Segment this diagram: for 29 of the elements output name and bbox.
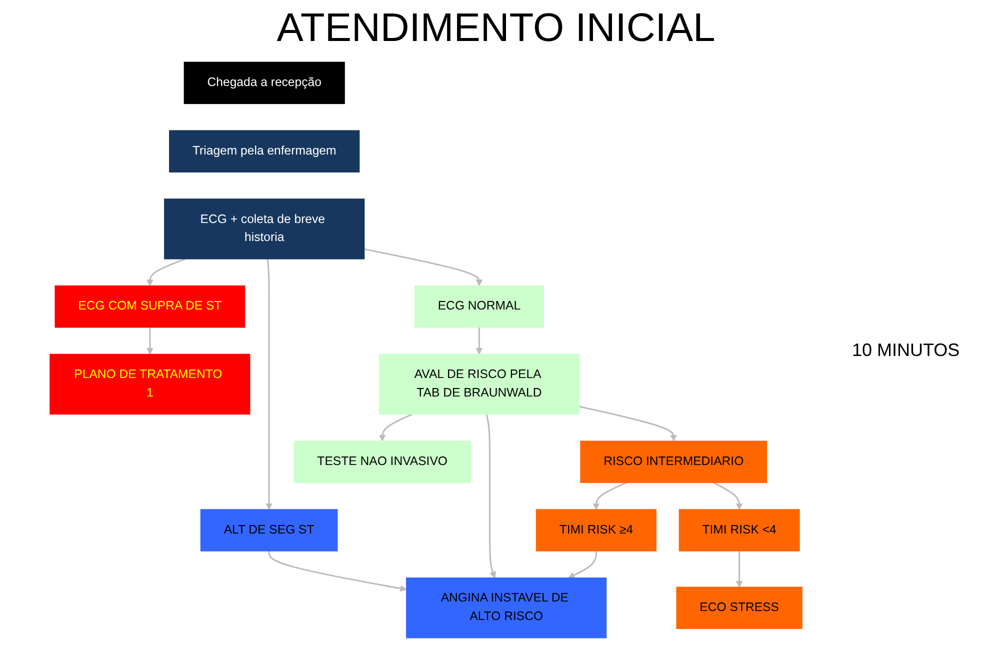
arrow	[578, 406, 677, 442]
node-box: Triagem pela enfermagem	[169, 130, 360, 172]
arrow	[736, 551, 743, 588]
arrow	[486, 414, 496, 578]
note-label: 10 MINUTOS	[852, 340, 961, 360]
arrow	[592, 482, 627, 510]
arrow	[364, 248, 483, 286]
node-box: TESTE NAO INVASIVO	[294, 440, 471, 483]
node-box: ANGINA INSTAVEL DE ALTO RISCO	[406, 578, 607, 638]
arrow	[146, 327, 154, 355]
arrow	[568, 551, 597, 578]
node-box: PLANO DE TRATAMENTO 1	[50, 354, 250, 415]
node-box: TIMI RISK <4	[678, 509, 800, 552]
node-box: ECG NORMAL	[414, 285, 544, 328]
node-box: AVAL DE RISCO PELA TAB DE BRAUNWALD	[378, 354, 580, 415]
node-box: RISCO INTERMEDIARIO	[580, 440, 768, 483]
node-box: ALT DE SEG ST	[200, 509, 338, 552]
arrow	[378, 413, 413, 442]
arrow	[476, 327, 483, 355]
node-box: ECG COM SUPRA DE ST	[54, 285, 246, 328]
node-box: ECO STRESS	[676, 586, 802, 629]
node-box: Chegada a recepção	[184, 62, 345, 104]
node-box: TIMI RISK ≥4	[536, 509, 656, 552]
node-box: ECG + coleta de breve historia	[164, 198, 365, 260]
arrow	[268, 551, 407, 592]
arrow	[713, 482, 743, 510]
diagram-title: ATENDIMENTO INICIAL	[276, 6, 716, 52]
arrow	[266, 258, 272, 510]
arrow	[146, 258, 186, 286]
